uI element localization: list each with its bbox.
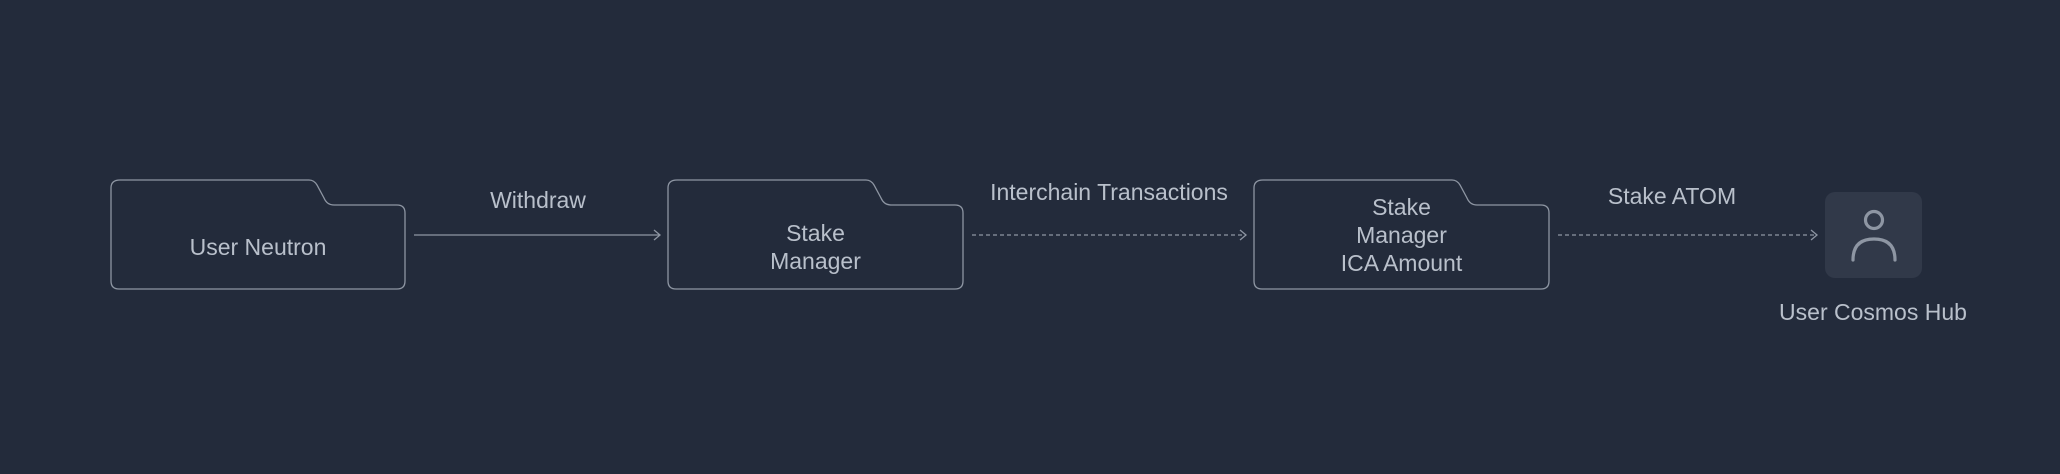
folder-stake-manager — [667, 179, 964, 290]
edge-label-interchain-transactions: Interchain Transactions — [990, 179, 1228, 205]
node-user-neutron-label: User Neutron — [189, 234, 327, 260]
edge-label-withdraw: Withdraw — [490, 187, 586, 213]
node-stake-manager-line1: Stake — [786, 220, 845, 246]
node-user-cosmos-hub-label: User Cosmos Hub — [1779, 299, 1967, 325]
arrow-stake-atom — [1558, 229, 1819, 241]
user-icon — [1850, 209, 1897, 262]
arrow-interchain-transactions — [972, 229, 1248, 241]
node-stake-manager: Stake Manager — [668, 205, 963, 289]
user-cosmos-hub-avatar — [1825, 192, 1922, 278]
edge-label-stake-atom: Stake ATOM — [1607, 183, 1737, 209]
node-stake-manager-ica-line2: Manager — [1356, 222, 1447, 248]
node-stake-manager-ica-line1: Stake — [1372, 194, 1431, 220]
folder-user-neutron — [110, 179, 406, 290]
node-user-neutron: User Neutron — [111, 205, 405, 289]
folder-stake-manager-ica — [1253, 179, 1550, 290]
arrow-withdraw — [414, 229, 662, 241]
node-stake-manager-ica: Stake Manager ICA Amount — [1254, 190, 1549, 280]
node-stake-manager-ica-line3: ICA Amount — [1340, 250, 1463, 276]
node-stake-manager-line2: Manager — [770, 248, 861, 274]
